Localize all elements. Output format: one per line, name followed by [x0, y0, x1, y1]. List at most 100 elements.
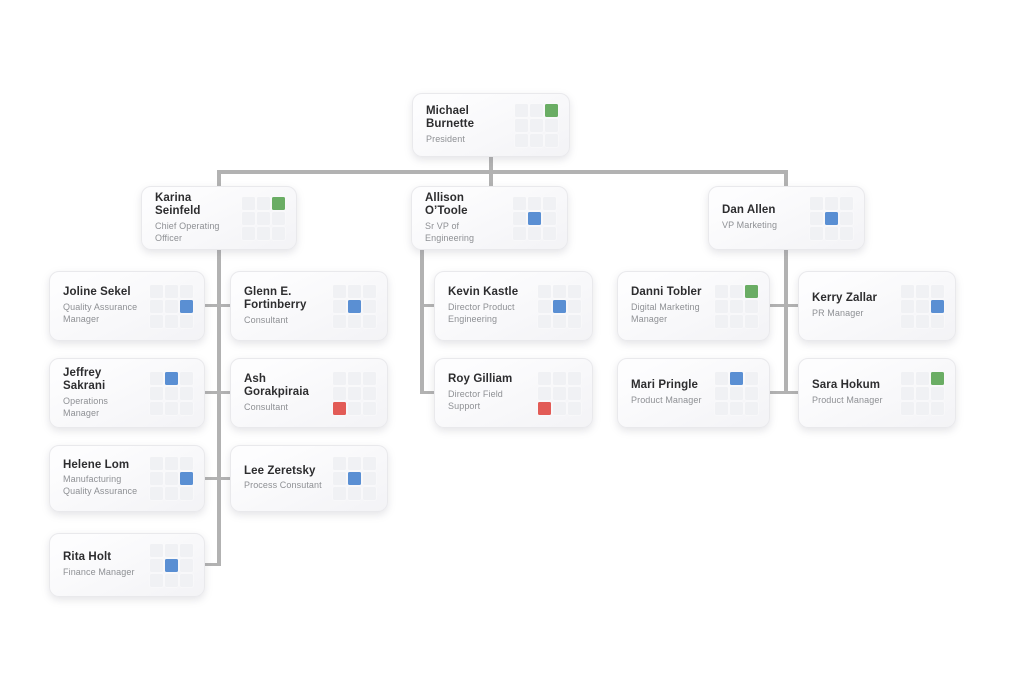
person-name: Allison O’Toole	[425, 191, 468, 218]
status-cell-active	[272, 196, 285, 210]
status-cell	[242, 196, 255, 210]
org-card-jeffrey-sakrani[interactable]: Jeffrey Sakrani Operations Manager	[49, 358, 205, 428]
status-cell	[715, 299, 728, 313]
person-name: Rita Holt	[63, 551, 112, 564]
status-cell	[363, 284, 376, 298]
status-cell	[745, 299, 758, 313]
person-title: Sr VP of Engineering	[425, 220, 475, 243]
person-name: Lee Zeretsky	[244, 464, 316, 477]
status-cell-active	[348, 299, 361, 313]
person-name: Mari Pringle	[631, 379, 699, 392]
person-name: Glenn E. Fortinberry	[244, 285, 307, 312]
connector-engineering-stub-row2	[420, 391, 436, 394]
status-cell	[931, 401, 944, 415]
status-cell-active	[745, 284, 758, 298]
connector-coo-trunk	[217, 250, 221, 566]
person-title: Director Product Engineering	[448, 301, 515, 324]
status-cell	[513, 196, 526, 210]
status-cell	[180, 457, 193, 470]
status-cell	[916, 314, 929, 328]
status-cell-active	[931, 299, 944, 313]
status-cell	[568, 284, 581, 298]
status-cell	[528, 196, 541, 210]
org-card-lee-zeretsky[interactable]: Lee Zeretsky Process Consutant	[230, 445, 388, 512]
person-name: Michael Burnette	[426, 104, 475, 131]
status-cell	[715, 314, 728, 328]
status-cell	[242, 226, 255, 240]
person-name: Ash Gorakpiraia	[244, 372, 310, 399]
org-card-helene-lom[interactable]: Helene Lom Manufacturing Quality Assuran…	[49, 445, 205, 512]
person-title: President	[426, 133, 465, 144]
status-cell	[745, 386, 758, 400]
status-cell	[543, 226, 556, 240]
org-card-michael-burnette[interactable]: Michael Burnette President	[412, 93, 570, 157]
status-cell	[150, 401, 163, 415]
status-cell	[730, 314, 743, 328]
status-cell	[348, 457, 361, 470]
org-card-danni-tobler[interactable]: Danni Tobler Digital Marketing Manager	[617, 271, 770, 341]
status-cell	[916, 299, 929, 313]
status-cell	[333, 487, 346, 500]
org-card-sara-hokum[interactable]: Sara Hokum Product Manager	[798, 358, 956, 428]
org-card-joline-sekel[interactable]: Joline Sekel Quality Assurance Manager	[49, 271, 205, 341]
person-name: Jeffrey Sakrani	[63, 366, 106, 393]
status-cell	[730, 386, 743, 400]
status-cell	[553, 371, 566, 385]
status-cell	[165, 487, 178, 500]
org-card-kevin-kastle[interactable]: Kevin Kastle Director Product Engineerin…	[434, 271, 593, 341]
status-cell-active	[348, 472, 361, 485]
status-cell	[553, 314, 566, 328]
org-card-allison-otoole[interactable]: Allison O’Toole Sr VP of Engineering	[411, 186, 568, 250]
status-cell-active	[545, 103, 558, 117]
org-card-dan-allen[interactable]: Dan Allen VP Marketing	[708, 186, 865, 250]
status-cell	[150, 457, 163, 470]
status-cell-active	[553, 299, 566, 313]
connector-coo-stub-row3	[203, 477, 232, 480]
status-cell	[840, 226, 853, 240]
status-cell	[333, 284, 346, 298]
status-cell	[165, 543, 178, 557]
status-grid	[150, 371, 193, 415]
status-cell	[538, 314, 551, 328]
status-grid	[538, 284, 581, 328]
org-card-ash-gorakpiraia[interactable]: Ash Gorakpiraia Consultant	[230, 358, 388, 428]
status-cell	[916, 371, 929, 385]
status-cell-active	[538, 401, 551, 415]
status-cell	[901, 284, 914, 298]
status-cell	[348, 314, 361, 328]
org-card-glenn-fortinberry[interactable]: Glenn E. Fortinberry Consultant	[230, 271, 388, 341]
person-title: VP Marketing	[722, 219, 778, 230]
status-cell-active	[165, 558, 178, 572]
status-cell	[553, 284, 566, 298]
person-name: Dan Allen	[722, 204, 776, 217]
connector-drop-marketing	[784, 170, 788, 186]
status-cell	[553, 386, 566, 400]
status-cell	[272, 226, 285, 240]
status-cell	[568, 371, 581, 385]
status-cell	[901, 314, 914, 328]
status-grid	[513, 196, 556, 240]
person-name: Sara Hokum	[812, 379, 881, 392]
status-cell	[745, 314, 758, 328]
status-cell	[715, 386, 728, 400]
connector-coo-stub-row1	[203, 304, 232, 307]
status-cell	[916, 386, 929, 400]
person-name: Joline Sekel	[63, 286, 131, 299]
org-card-rita-holt[interactable]: Rita Holt Finance Manager	[49, 533, 205, 597]
status-cell	[333, 299, 346, 313]
status-cell	[333, 472, 346, 485]
org-card-karina-seinfeld[interactable]: Karina Seinfeld Chief Operating Officer	[141, 186, 297, 250]
org-card-kerry-zallar[interactable]: Kerry Zallar PR Manager	[798, 271, 956, 341]
status-cell	[543, 196, 556, 210]
person-title: Consultant	[244, 401, 289, 412]
person-title: Finance Manager	[63, 566, 135, 577]
status-cell	[538, 386, 551, 400]
connector-marketing-stub-row2	[768, 391, 800, 394]
status-cell	[363, 314, 376, 328]
status-cell	[916, 401, 929, 415]
org-card-mari-pringle[interactable]: Mari Pringle Product Manager	[617, 358, 770, 428]
org-card-roy-gilliam[interactable]: Roy Gilliam Director Field Support	[434, 358, 593, 428]
status-cell	[333, 386, 346, 400]
person-name: Kevin Kastle	[448, 286, 519, 299]
status-cell-active	[333, 401, 346, 415]
